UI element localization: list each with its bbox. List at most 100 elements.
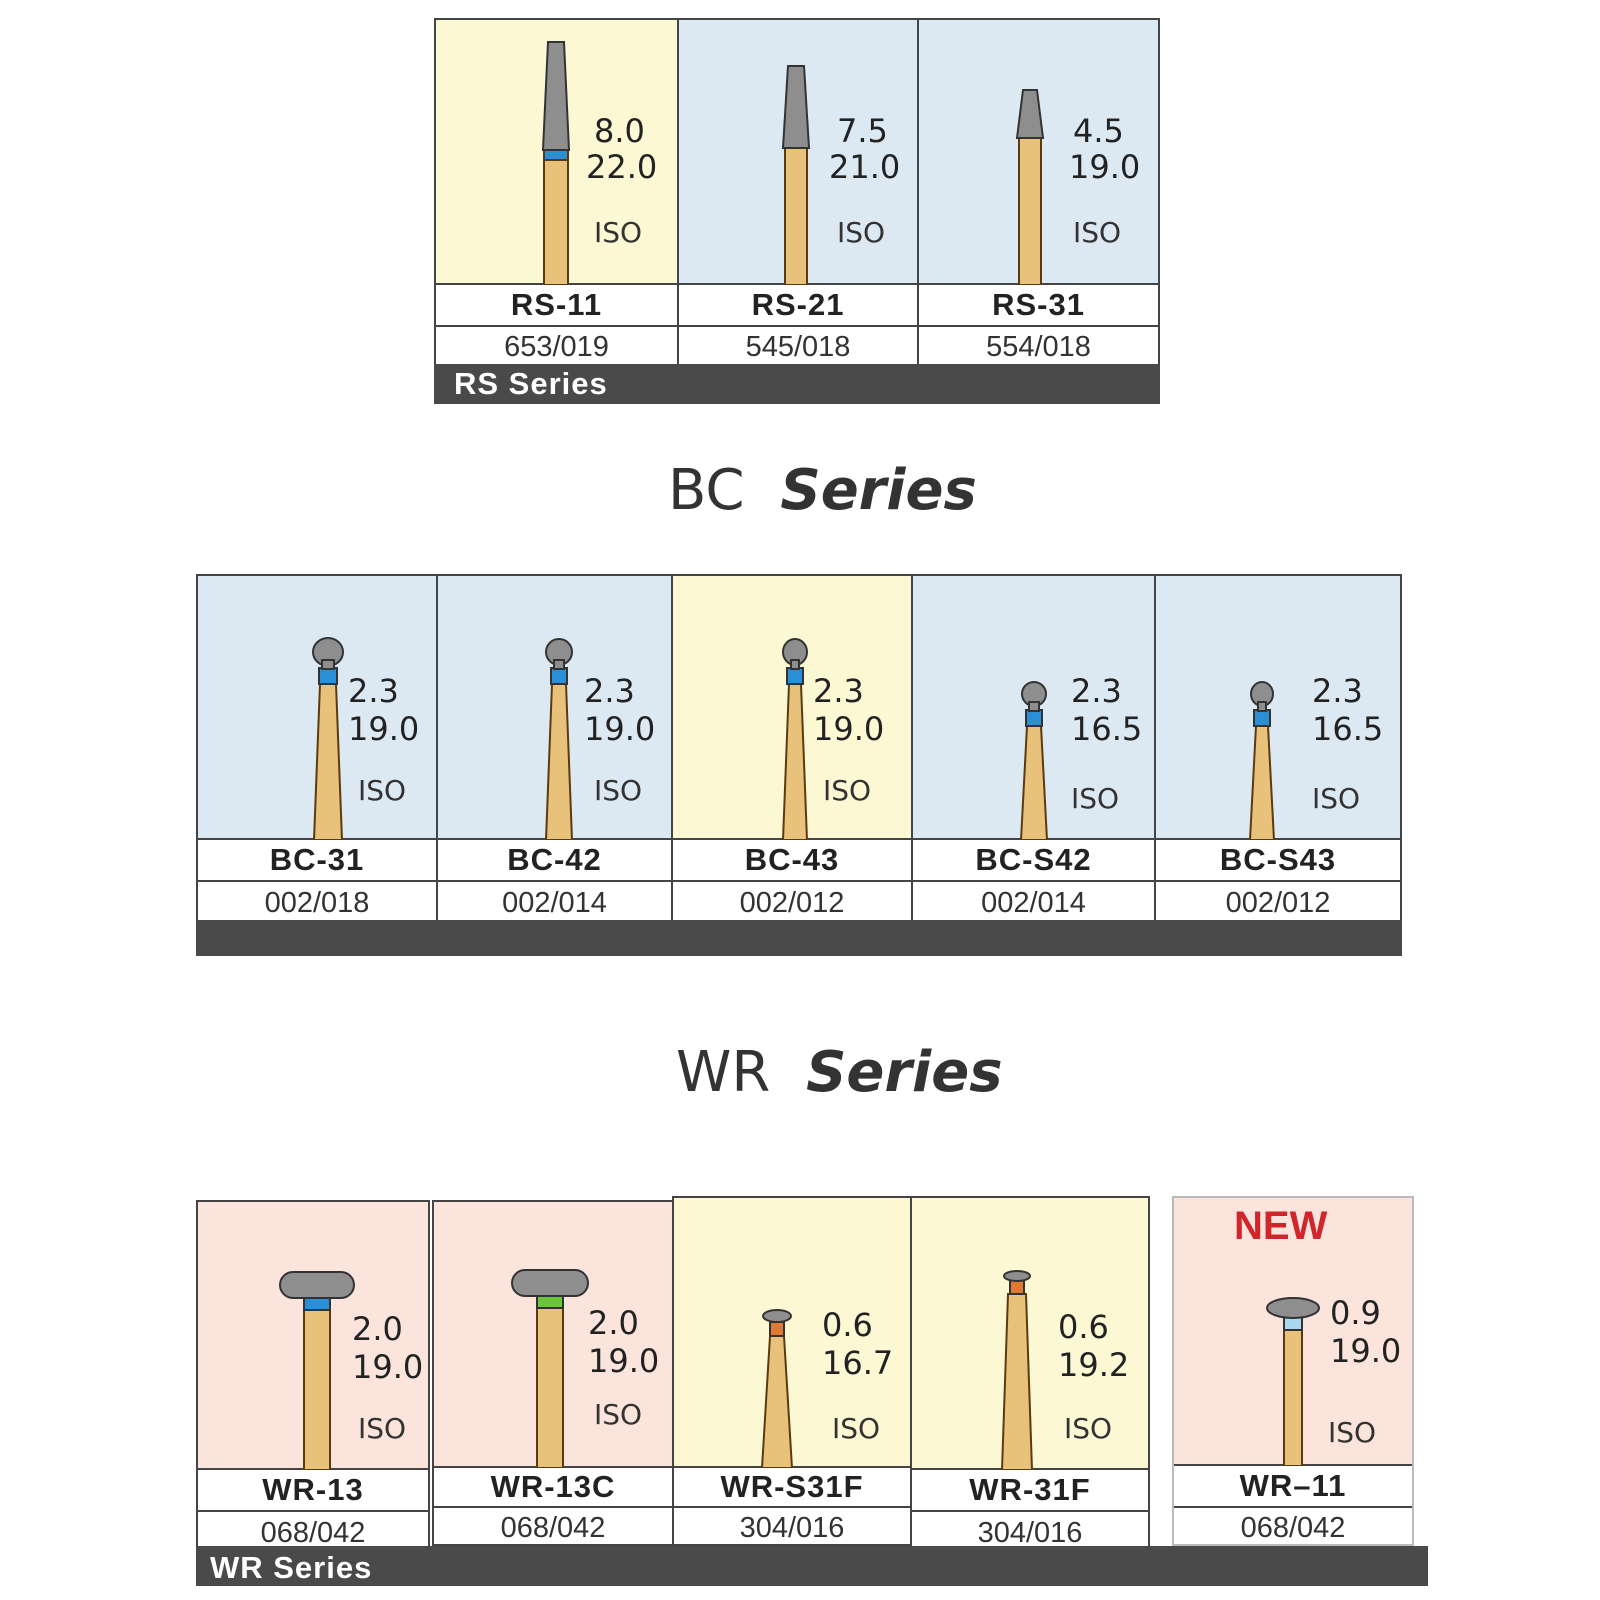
wr-31f-bur-icon [1000,1270,1034,1470]
bc-s43-iso: 002/012 [1156,882,1400,920]
bc-s42-bur-icon [1019,681,1049,840]
bc-s42-name: BC-S42 [913,840,1154,882]
rs-21-bur-icon [781,65,811,285]
rs-21-length: 21.0 [829,148,901,186]
wr-31f-name: WR-31F [912,1470,1148,1512]
wr-13c-diameter: 2.0 [588,1304,639,1342]
bc-42-image: 2.3 19.0 ISO [438,576,671,840]
wr-13c-iso: 068/042 [434,1508,672,1544]
bc-heading-prefix: BC [668,458,745,523]
rs-21-diameter: 7.5 [837,112,888,150]
rs-21-image: 7.5 21.0 ISO [679,20,917,285]
bc-42-name: BC-42 [438,840,671,882]
bc-series-heading: BC Series [668,458,977,523]
wr-31f-length: 19.2 [1058,1346,1130,1384]
bc-43-diameter: 2.3 [813,672,864,710]
rs-21-iso-tag: ISO [837,216,886,249]
wr-13c-name: WR-13C [434,1468,672,1508]
wr-11-card: NEW 0.9 19.0 ISO WR–11 068/042 [1172,1196,1414,1546]
wr-heading-prefix: WR [676,1040,771,1105]
bc-43-iso-tag: ISO [823,774,872,807]
bc-42-length: 19.0 [584,710,656,748]
bc-43-name: BC-43 [673,840,911,882]
rs-31-bur-icon [1015,89,1045,285]
rs-31-image: 4.5 19.0 ISO [919,20,1158,285]
rs-31-length: 19.0 [1069,148,1141,186]
rs-21-name: RS-21 [679,285,917,327]
bc-31-iso: 002/018 [198,882,436,920]
wr-13-image: 2.0 19.0 ISO [198,1202,428,1470]
rs-series-panel: 8.0 22.0 ISO RS-11 653/019 7.5 21.0 ISO … [434,18,1160,404]
wr-13-name: WR-13 [198,1470,428,1512]
wr-11-iso: 068/042 [1174,1508,1412,1544]
rs-31-iso-tag: ISO [1073,216,1122,249]
bc-s42-diameter: 2.3 [1071,672,1122,710]
wr-13c-image: 2.0 19.0 ISO [434,1202,672,1468]
rs-11-iso: 653/019 [436,327,677,364]
wr-s31f-iso-tag: ISO [832,1412,881,1445]
wr-s31f-diameter: 0.6 [822,1306,873,1344]
rs-31-iso: 554/018 [919,327,1158,364]
bc-42-card: 2.3 19.0 ISO BC-42 002/014 [436,574,673,922]
bc-s42-image: 2.3 16.5 ISO [913,576,1154,840]
bc-31-iso-tag: ISO [358,774,407,807]
rs-11-diameter: 8.0 [594,112,645,150]
bc-s42-iso-tag: ISO [1071,782,1120,815]
rs-series-bar: RS Series [434,364,1160,404]
wr-31f-image: 0.6 19.2 ISO [912,1198,1148,1470]
wr-11-new-badge: NEW [1234,1204,1328,1248]
bc-31-length: 19.0 [348,710,420,748]
wr-series-panel: 2.0 19.0 ISO WR-13 068/042 2.0 19.0 ISO … [196,1196,1428,1592]
wr-13c-card: 2.0 19.0 ISO WR-13C 068/042 [432,1200,674,1546]
wr-13-card: 2.0 19.0 ISO WR-13 068/042 [196,1200,430,1552]
wr-13c-bur-icon [511,1269,589,1468]
wr-13-length: 19.0 [352,1348,424,1386]
bc-31-card: 2.3 19.0 ISO BC-31 002/018 [196,574,438,922]
bc-s43-bur-icon [1248,681,1276,840]
wr-s31f-card: 0.6 16.7 ISO WR-S31F 304/016 [672,1196,912,1546]
wr-11-length: 19.0 [1330,1332,1402,1370]
rs-11-length: 22.0 [586,148,658,186]
bc-42-bur-icon [544,638,574,840]
wr-s31f-bur-icon [760,1309,794,1468]
wr-13-iso-tag: ISO [358,1412,407,1445]
bc-31-diameter: 2.3 [348,672,399,710]
bc-31-image: 2.3 19.0 ISO [198,576,436,840]
bc-s43-name: BC-S43 [1156,840,1400,882]
rs-31-diameter: 4.5 [1073,112,1124,150]
rs-31-name: RS-31 [919,285,1158,327]
wr-13-diameter: 2.0 [352,1310,403,1348]
rs-21-card: 7.5 21.0 ISO RS-21 545/018 [677,18,919,366]
rs-11-card: 8.0 22.0 ISO RS-11 653/019 [434,18,679,366]
bc-s42-iso: 002/014 [913,882,1154,920]
bc-series-bar [196,920,1402,956]
bc-s43-iso-tag: ISO [1312,782,1361,815]
wr-31f-iso-tag: ISO [1064,1412,1113,1445]
rs-series-label: RS Series [454,366,608,401]
bc-43-iso: 002/012 [673,882,911,920]
wr-s31f-iso: 304/016 [674,1508,910,1544]
rs-31-card: 4.5 19.0 ISO RS-31 554/018 [917,18,1160,366]
bc-43-image: 2.3 19.0 ISO [673,576,911,840]
bc-s42-card: 2.3 16.5 ISO BC-S42 002/014 [911,574,1156,922]
rs-11-name: RS-11 [436,285,677,327]
wr-s31f-length: 16.7 [822,1344,894,1382]
bc-42-iso: 002/014 [438,882,671,920]
wr-11-bur-icon [1266,1297,1320,1466]
bc-series-panel: 2.3 19.0 ISO BC-31 002/018 2.3 19.0 ISO … [196,574,1402,956]
wr-13-bur-icon [279,1271,355,1470]
wr-s31f-name: WR-S31F [674,1468,910,1508]
bc-31-bur-icon [312,637,344,840]
wr-11-diameter: 0.9 [1330,1294,1381,1332]
wr-series-label: WR Series [210,1550,373,1585]
wr-31f-diameter: 0.6 [1058,1308,1109,1346]
rs-11-iso-tag: ISO [594,216,643,249]
bc-s43-card: 2.3 16.5 ISO BC-S43 002/012 [1154,574,1402,922]
bc-heading-suffix: Series [780,458,977,523]
rs-21-iso: 545/018 [679,327,917,364]
rs-11-image: 8.0 22.0 ISO [436,20,677,285]
wr-s31f-image: 0.6 16.7 ISO [674,1198,910,1468]
bc-42-iso-tag: ISO [594,774,643,807]
bc-s43-diameter: 2.3 [1312,672,1363,710]
bc-43-length: 19.0 [813,710,885,748]
